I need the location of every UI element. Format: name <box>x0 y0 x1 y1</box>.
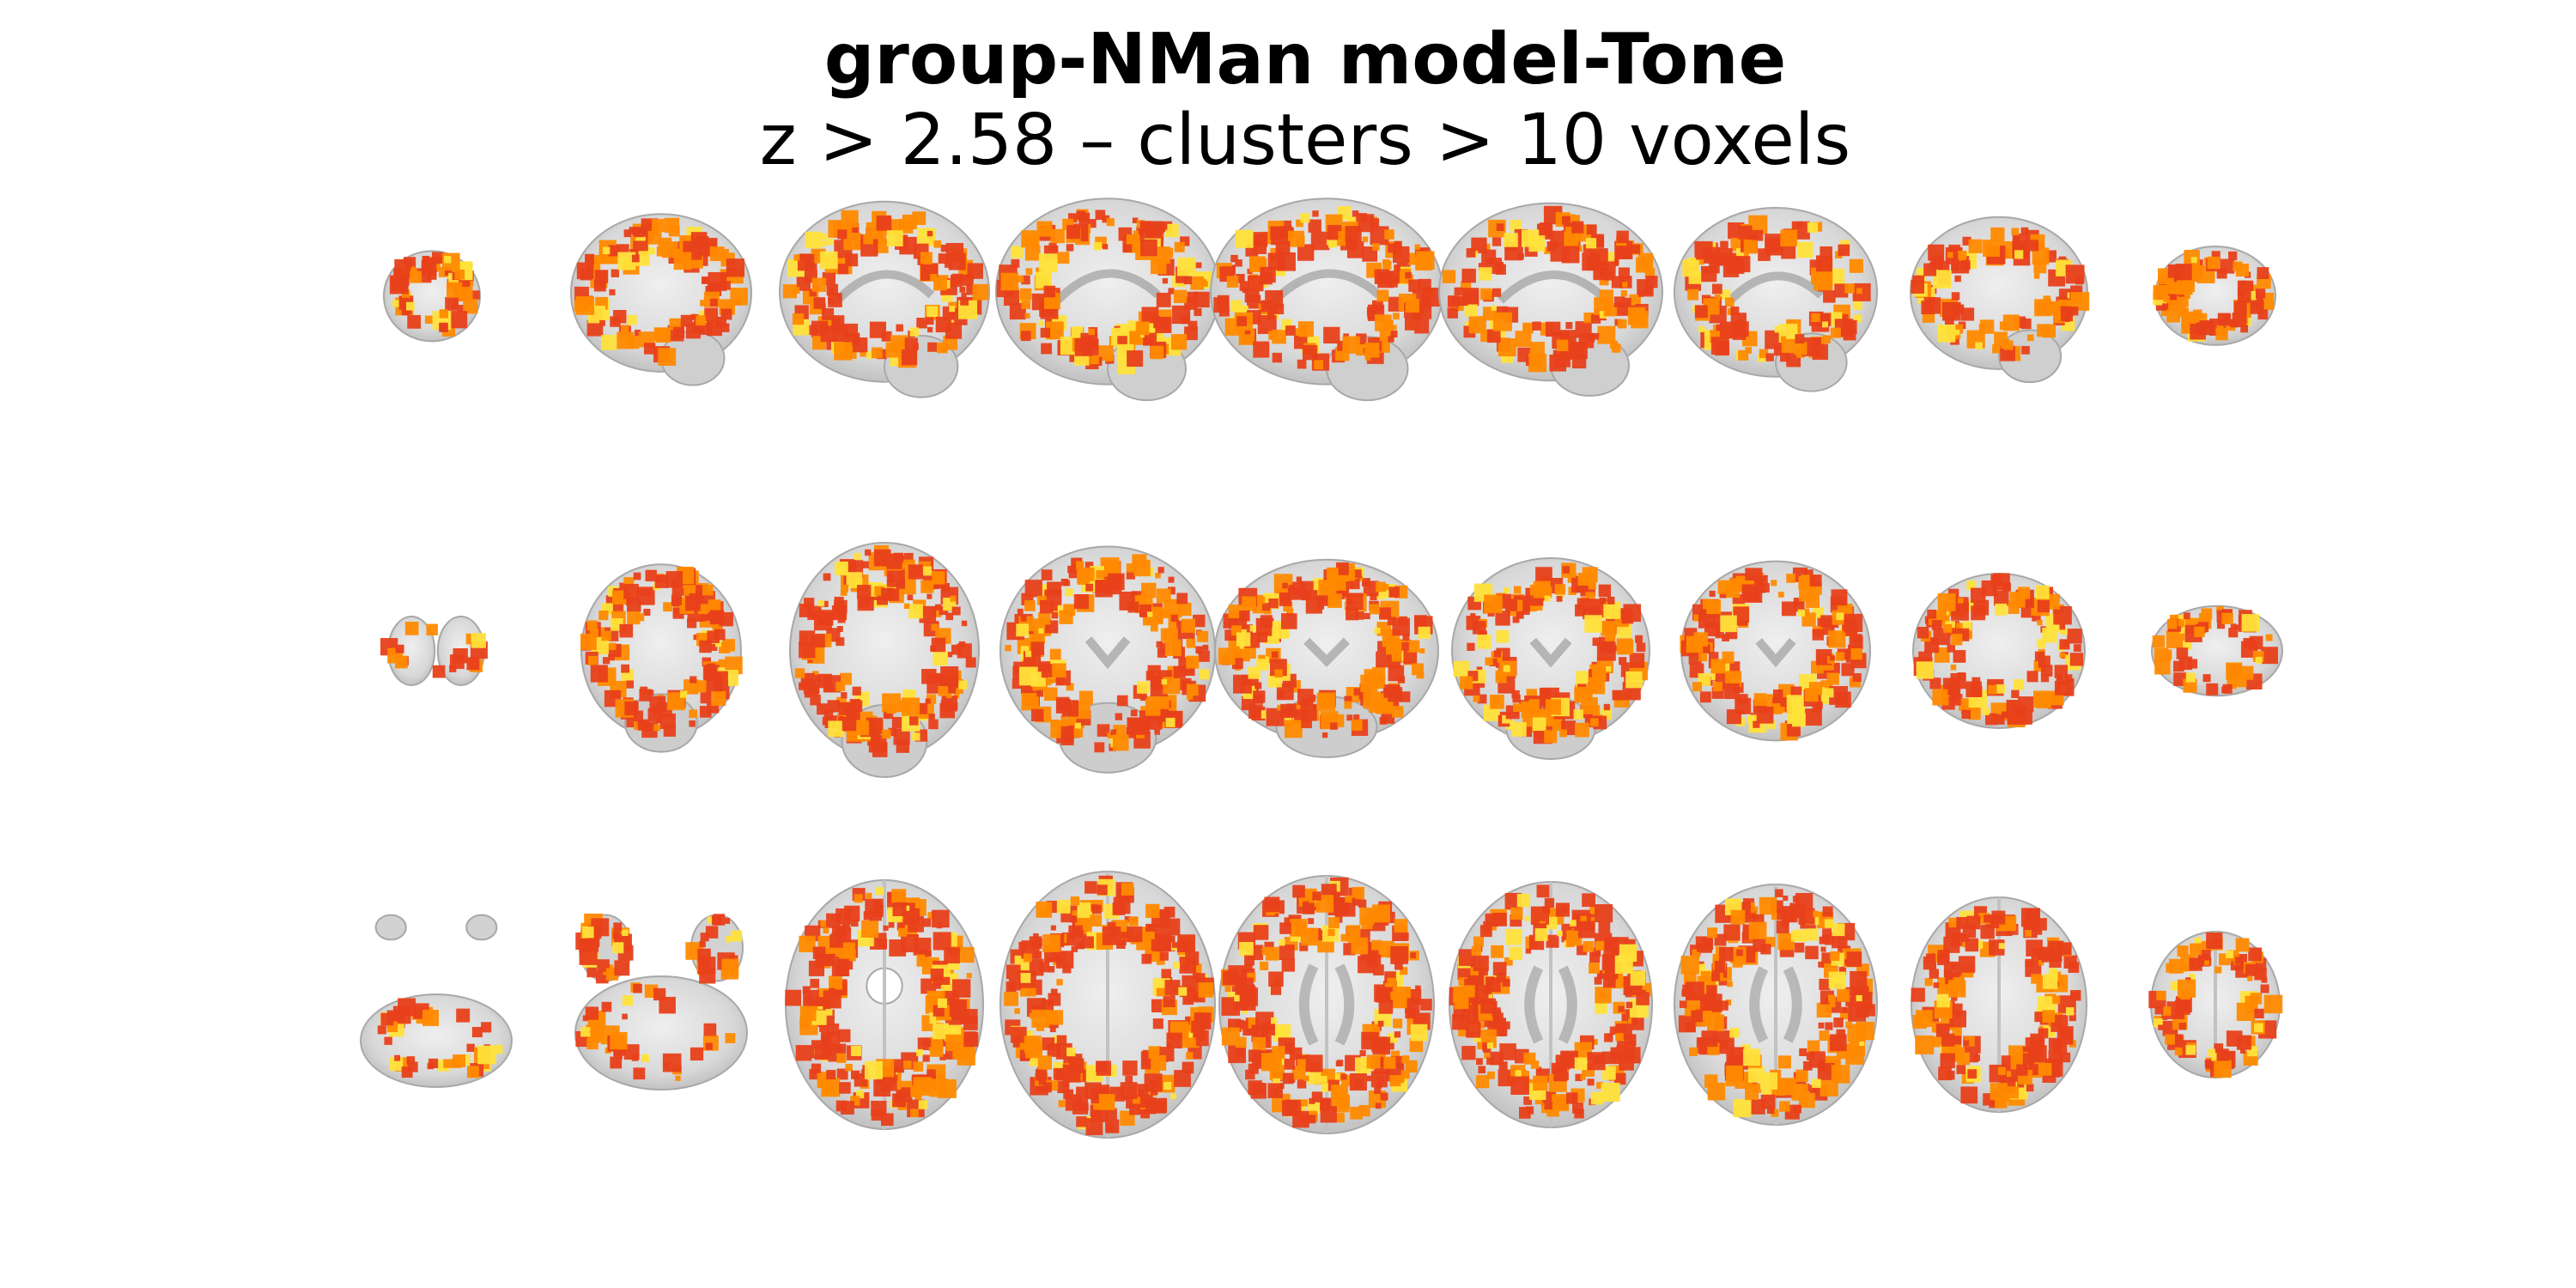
sagittal-slice <box>2153 246 2276 346</box>
coronal-slice <box>1451 557 1650 760</box>
coronal-slice <box>380 616 488 686</box>
axial-slice <box>360 914 513 1088</box>
coronal-slice <box>999 545 1216 774</box>
sagittal-slice <box>1910 216 2090 384</box>
sagittal-slice <box>995 197 1220 402</box>
sagittal-slice <box>1674 207 1878 392</box>
axial-slice <box>1218 875 1435 1134</box>
axial-row <box>360 871 2283 1139</box>
axial-slice <box>1911 896 2087 1113</box>
sagittal-slice <box>1210 197 1443 402</box>
axial-slice <box>574 913 748 1091</box>
axial-slice <box>999 871 1216 1139</box>
figure-title: group-NMan model-Tone <box>823 19 1787 100</box>
sagittal-slice <box>1438 202 1663 397</box>
sagittal-slice <box>779 200 990 398</box>
coronal-slice <box>580 563 743 753</box>
coronal-slice <box>789 542 980 778</box>
sagittal-row <box>383 197 2276 402</box>
coronal-row <box>380 542 2283 778</box>
axial-slice <box>1449 881 1653 1128</box>
coronal-slice <box>1214 558 1439 758</box>
sagittal-slice <box>383 250 481 343</box>
axial-slice <box>2148 931 2283 1078</box>
axial-slice <box>785 879 984 1130</box>
sagittal-slice <box>570 213 752 386</box>
coronal-slice <box>2151 605 2283 697</box>
coronal-slice <box>1680 560 1871 742</box>
axial-slice <box>1674 884 1878 1126</box>
figure-subtitle: z > 2.58 – clusters > 10 voxels <box>759 100 1851 181</box>
coronal-slice <box>1912 573 2086 729</box>
